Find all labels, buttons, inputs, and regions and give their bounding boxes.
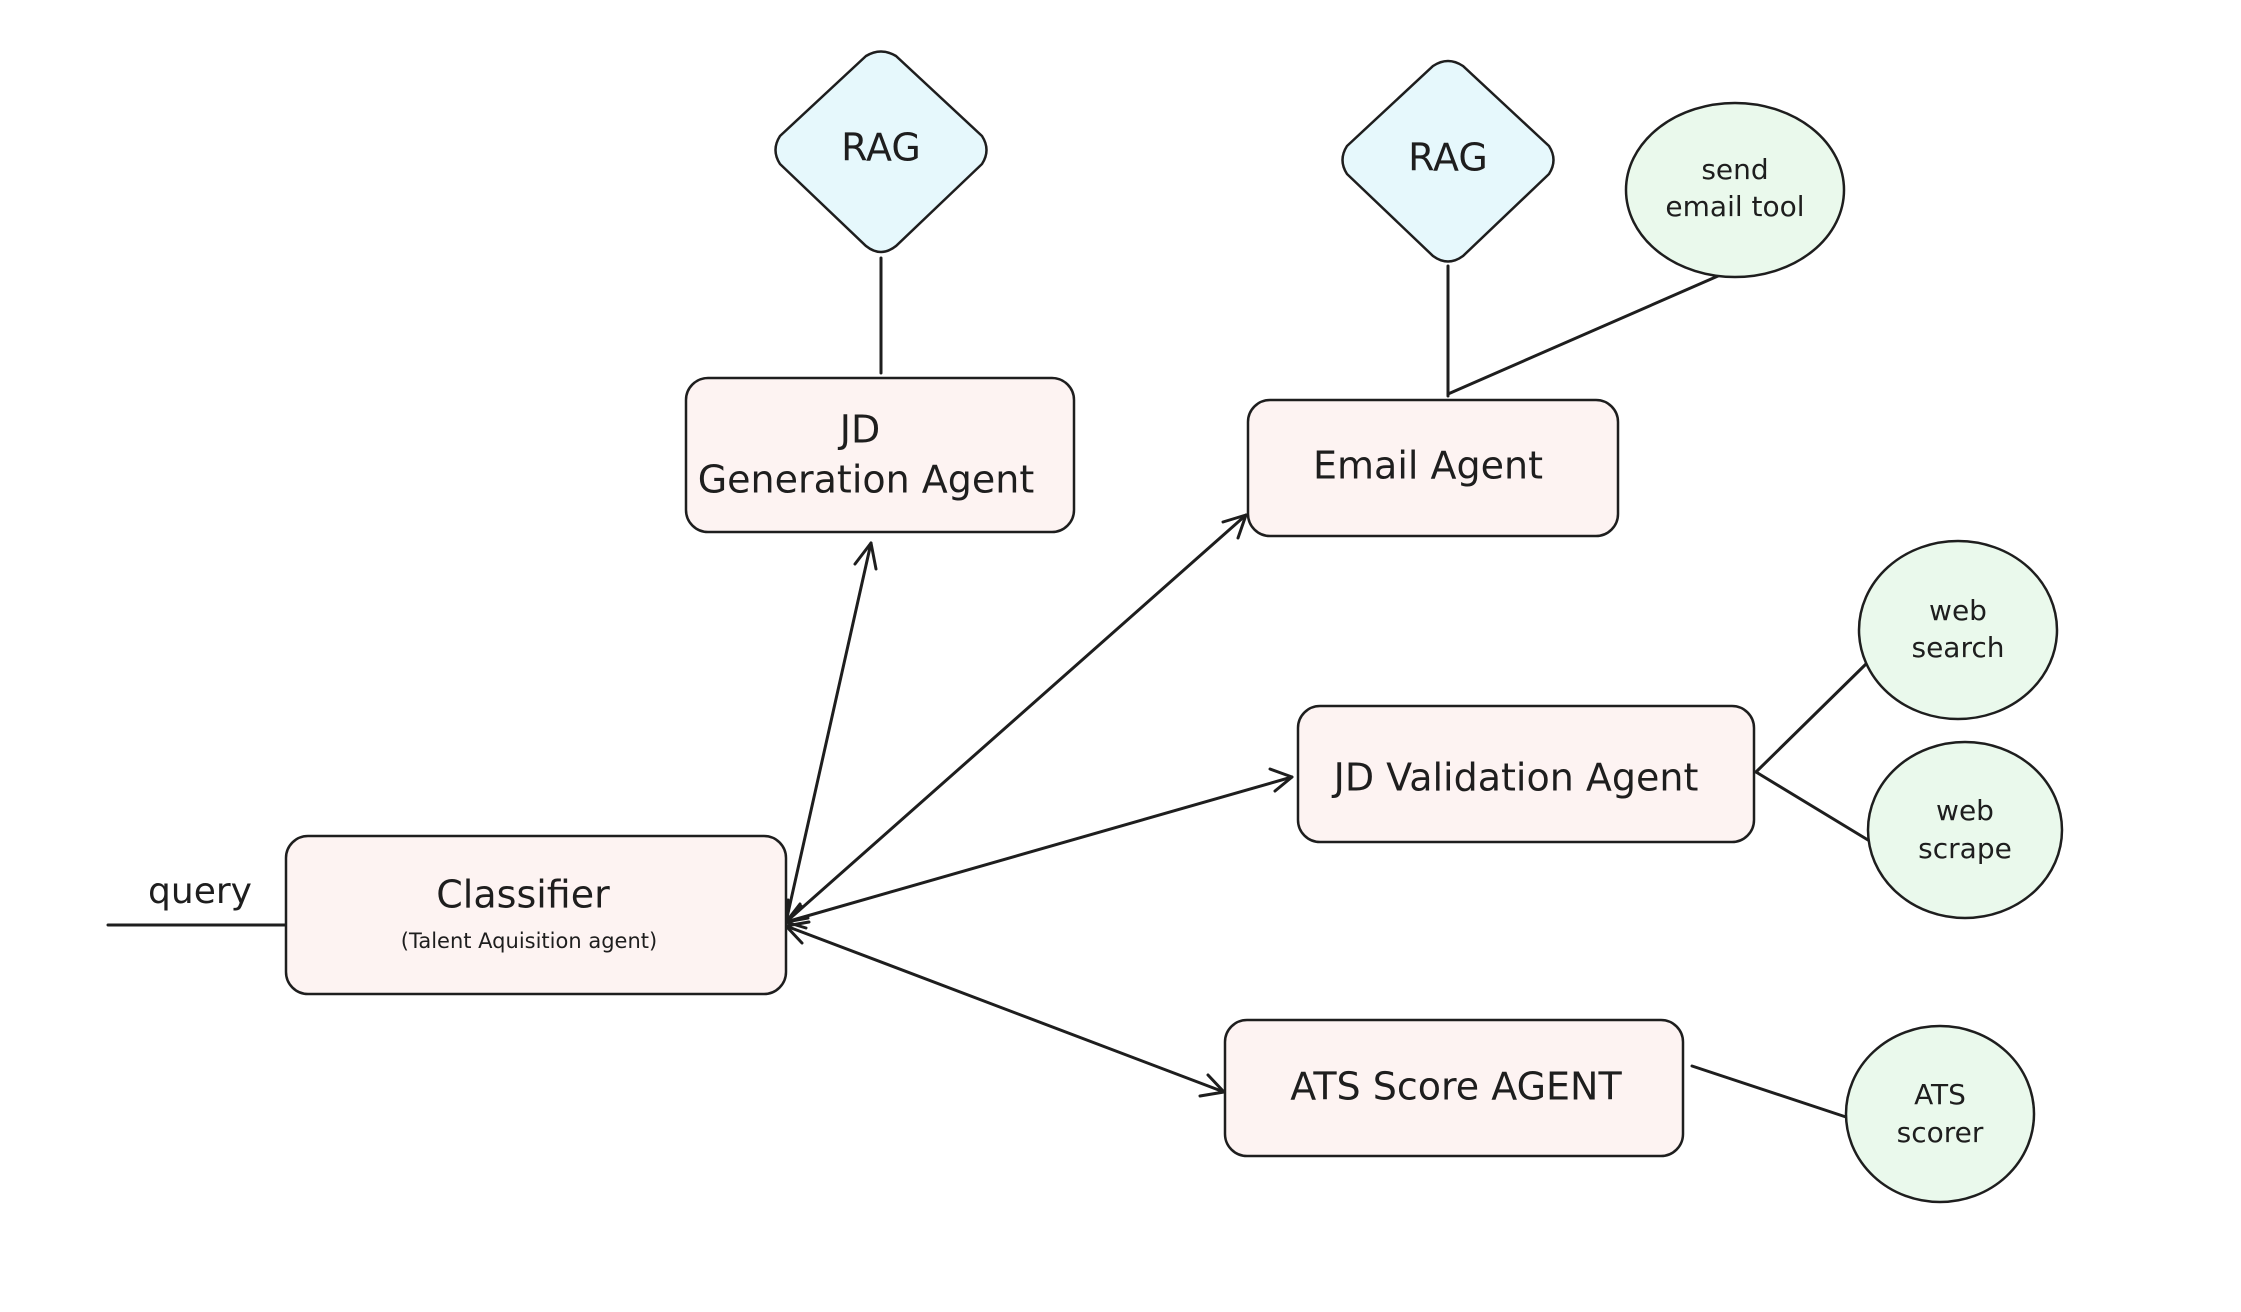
rag-jd-label: RAG bbox=[841, 126, 921, 170]
jd-generation-line1: JD bbox=[838, 408, 880, 452]
web-scrape-line1: web bbox=[1936, 794, 1994, 827]
web-search-link bbox=[1754, 662, 1868, 774]
ats-scorer-tool-node: ATS scorer bbox=[1844, 1024, 2036, 1204]
web-search-line2: search bbox=[1911, 631, 2004, 664]
classifier-title: Classifier bbox=[436, 873, 610, 917]
classifier-subtitle: (Talent Aquisition agent) bbox=[401, 929, 657, 953]
email-agent-node: Email Agent bbox=[1246, 398, 1620, 538]
email-agent-label: Email Agent bbox=[1313, 444, 1543, 488]
arrow-classifier-email-agent bbox=[784, 513, 1248, 924]
ats-score-agent-label: ATS Score AGENT bbox=[1290, 1065, 1622, 1109]
ats-scorer-line2: scorer bbox=[1897, 1116, 1984, 1149]
ats-score-agent-node: ATS Score AGENT bbox=[1223, 1018, 1685, 1158]
ats-scorer-line1: ATS bbox=[1914, 1078, 1966, 1111]
send-email-tool-line1: send bbox=[1701, 153, 1768, 186]
rag-diamond-jd: RAG bbox=[774, 50, 988, 254]
send-email-tool-node: send email tool bbox=[1624, 101, 1846, 279]
jd-generation-agent-node: JD Generation Agent bbox=[684, 376, 1076, 534]
web-search-line1: web bbox=[1929, 594, 1987, 627]
jd-generation-line2: Generation Agent bbox=[698, 458, 1035, 502]
web-scrape-tool-node: web scrape bbox=[1866, 740, 2064, 920]
rag-diamond-email: RAG bbox=[1341, 59, 1555, 263]
arrow-classifier-jd-generation bbox=[775, 541, 878, 924]
rag-email-label: RAG bbox=[1408, 136, 1488, 180]
send-email-tool-link bbox=[1446, 274, 1720, 396]
jd-validation-agent-label: JD Validation Agent bbox=[1332, 756, 1699, 800]
web-search-tool-node: web search bbox=[1857, 539, 2059, 721]
arrow-classifier-jd-validation bbox=[784, 767, 1294, 930]
arrow-classifier-ats-score bbox=[784, 920, 1226, 1098]
send-email-tool-line2: email tool bbox=[1665, 190, 1804, 223]
web-scrape-link bbox=[1754, 770, 1870, 842]
query-label: query bbox=[148, 871, 252, 912]
jd-validation-agent-node: JD Validation Agent bbox=[1296, 704, 1756, 844]
classifier-node: Classifier (Talent Aquisition agent) bbox=[284, 834, 788, 996]
ats-scorer-link bbox=[1690, 1064, 1848, 1119]
web-scrape-line2: scrape bbox=[1918, 832, 2012, 865]
